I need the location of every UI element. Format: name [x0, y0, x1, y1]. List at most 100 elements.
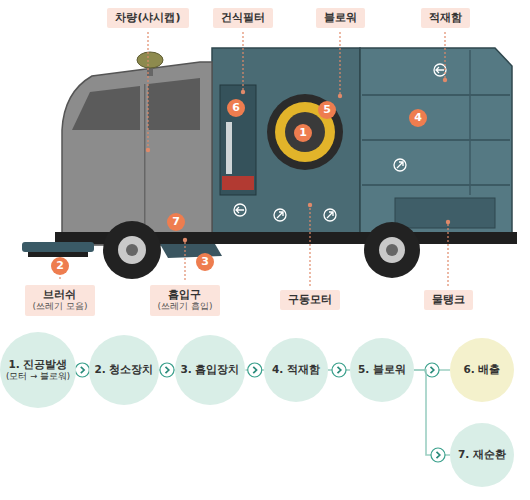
truck-body	[362, 94, 510, 96]
brush	[22, 242, 94, 252]
water-tank	[395, 198, 495, 228]
part-label: 브러쉬(쓰레기 모음)	[25, 285, 96, 316]
callout-number: 6	[227, 99, 245, 117]
leader-line	[147, 32, 148, 150]
air-flow-arrow	[234, 64, 446, 221]
truck-body	[360, 48, 512, 233]
leader-line	[242, 32, 243, 92]
truck-cab	[62, 52, 212, 245]
arrow-chevron	[431, 367, 434, 373]
part-label: 흡입구(쓰레기 흡입)	[150, 285, 221, 316]
air-flow-arrow	[327, 212, 333, 218]
process-circle: 4. 적재함	[264, 338, 328, 402]
callout-number: 5	[318, 101, 336, 119]
flow-connector	[75, 363, 89, 377]
wheel	[118, 236, 146, 264]
node-text: 흡입구	[168, 288, 201, 302]
air-flow-arrow	[274, 209, 286, 221]
node-text: 5	[323, 103, 331, 117]
wheel	[379, 237, 405, 263]
process-circle: 7. 재순환	[450, 423, 514, 487]
leader-dot	[443, 78, 447, 82]
part-label: 구동모터	[280, 290, 340, 310]
truck-cab	[148, 78, 200, 130]
blower	[267, 94, 343, 170]
node-text: 4	[414, 111, 422, 125]
node-text: 3	[201, 255, 209, 269]
callout-number: 7	[167, 213, 185, 231]
leader-dot	[183, 238, 187, 242]
arrow-chevron	[431, 448, 445, 462]
air-flow-arrow	[234, 204, 246, 216]
dry-filter	[222, 176, 254, 190]
node-text: 7	[172, 215, 180, 229]
truck-cab	[72, 86, 140, 130]
arrow-chevron	[248, 363, 262, 377]
node-text: 물탱크	[432, 293, 465, 307]
node-text: 차량(샤시캡)	[115, 11, 180, 25]
air-flow-arrow	[394, 159, 406, 171]
node-text: 2. 청소장치	[95, 363, 154, 376]
truck-cab	[144, 84, 146, 230]
wheel	[364, 222, 420, 278]
dry-filter	[220, 85, 256, 195]
leader-dot	[146, 148, 150, 152]
callout-number: 2	[51, 257, 69, 275]
process-circle: 2. 청소장치	[89, 335, 160, 406]
node-text: 6. 배출	[464, 363, 501, 376]
flow-connector	[328, 363, 350, 377]
process-circle: 1. 진공발생(모터 → 블로워)	[0, 332, 76, 408]
callout-number: 1	[294, 124, 312, 142]
arrow-chevron	[332, 363, 346, 377]
arrow-chevron	[75, 363, 89, 377]
air-flow-arrow	[236, 207, 244, 213]
truck-body	[212, 48, 360, 233]
arrow-chevron	[338, 367, 341, 373]
brush	[22, 242, 94, 257]
node-text: 7. 재순환	[458, 448, 506, 461]
arrow-chevron	[75, 363, 89, 377]
arrow-chevron	[425, 363, 439, 377]
leader-line	[309, 205, 310, 286]
callout-number: 3	[196, 253, 214, 271]
leader-dot	[446, 220, 450, 224]
part-label: 차량(샤시캡)	[107, 8, 188, 28]
leader-line	[59, 277, 60, 281]
node-text: 브러쉬	[43, 288, 76, 302]
air-flow-arrow	[434, 64, 446, 76]
node-text: 1	[299, 126, 307, 140]
part-label: 건식필터	[213, 8, 273, 28]
truck-body	[469, 50, 471, 195]
arrow-chevron	[431, 448, 445, 462]
callout-number: 4	[409, 109, 427, 127]
flow-connector	[159, 363, 174, 377]
blower	[267, 94, 343, 170]
node-text: 2	[56, 259, 64, 273]
part-label: 적재함	[421, 8, 470, 28]
leader-line	[339, 32, 340, 96]
node-subtext: (쓰레기 흡입)	[158, 301, 213, 312]
blower	[285, 112, 325, 152]
truck-body	[212, 48, 512, 233]
truck-cab	[62, 62, 212, 245]
arrow-chevron	[160, 363, 174, 377]
arrow-chevron	[425, 363, 439, 377]
arrow-chevron	[437, 452, 440, 458]
air-flow-arrow	[324, 209, 336, 221]
suction-inlet	[160, 244, 222, 258]
dry-filter	[226, 122, 232, 174]
wheel	[126, 244, 138, 256]
node-text: 1. 진공발생	[9, 358, 68, 371]
arrow-chevron	[165, 367, 168, 373]
wheel	[103, 221, 420, 279]
arrow-chevron	[160, 363, 174, 377]
part-label: 물탱크	[424, 290, 473, 310]
leader-line	[447, 222, 448, 286]
leader-dot	[146, 78, 450, 242]
node-text: 적재함	[429, 11, 462, 25]
leader-line	[444, 32, 445, 80]
flow-connector	[245, 363, 264, 377]
